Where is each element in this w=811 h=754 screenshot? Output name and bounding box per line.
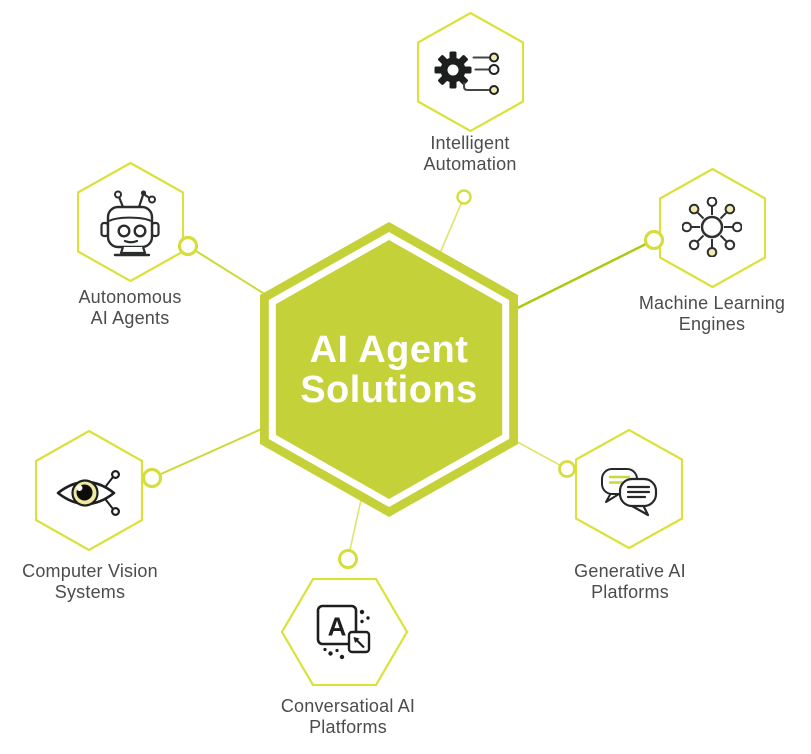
label-line1: Generative AI [574,561,686,581]
center-hexagon: AI Agent Solutions [260,222,518,517]
label-line2: Engines [678,314,746,334]
label-intelligent-automation: Intelligent Automation [370,133,570,175]
label-line2: Platforms [309,717,387,737]
label-line1: Computer Vision [22,561,158,581]
label-line2: AI Agents [90,308,170,328]
center-title-line2: Solutions [300,368,478,411]
label-line2: Systems [54,582,126,602]
center-title-line1: AI Agent [309,328,469,371]
label-line1: Machine Learning [638,293,786,313]
label-line2: Platforms [591,582,669,602]
translate-icon-letter: A [328,612,347,642]
robot-icon [100,190,160,257]
connector-node-generative-ai-platforms [558,460,576,478]
label-line2: Automation [423,154,517,174]
gear-circuit-icon [434,51,500,95]
label-autonomous-ai-agents: Autonomous AI Agents [30,287,230,329]
label-generative-ai-platforms: Generative AI Platforms [530,561,730,603]
eye-circuit-icon [56,469,120,516]
connector-node-conversational-ai-platforms [338,549,358,569]
connector-node-intelligent-automation [456,189,472,205]
chat-bubbles-icon [601,468,658,517]
label-line1: Conversatioal AI [280,696,416,716]
label-conversational-ai-platforms: Conversatioal AI Platforms [248,696,448,738]
connector-node-computer-vision-systems [141,467,163,489]
label-computer-vision-systems: Computer Vision Systems [0,561,190,603]
label-line1: Autonomous [78,287,182,307]
label-line1: Intelligent [430,133,510,153]
label-machine-learning-engines: Machine Learning Engines [612,293,811,335]
hub-network-icon [682,197,742,257]
center-hexagon-shape [260,222,518,517]
translate-icon: A [316,604,371,660]
center-title: AI Agent Solutions [260,222,518,517]
